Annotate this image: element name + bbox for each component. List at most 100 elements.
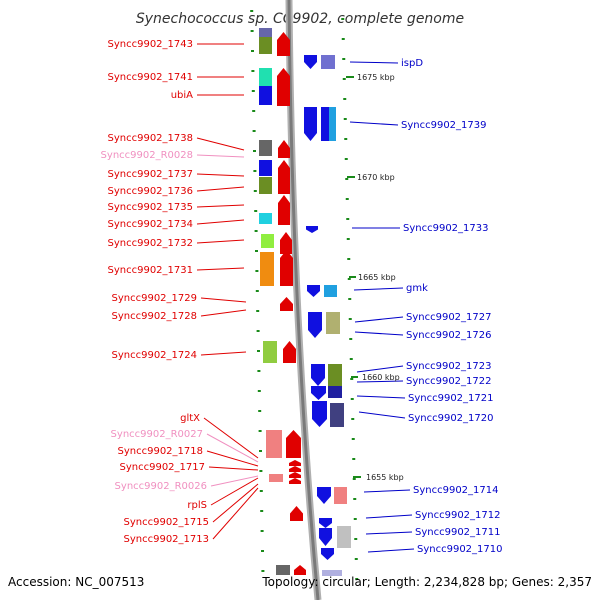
tick-dash-left [256, 330, 260, 332]
forward-gene-arrow [277, 68, 290, 106]
tick-dash-right [350, 398, 354, 400]
forward-gene-arrow [277, 32, 290, 56]
reverse-gene-arrow [304, 107, 317, 141]
label-connector-line [349, 121, 399, 126]
tick-dash-left [261, 550, 264, 552]
gene-label-ubia[interactable]: ubiA [171, 90, 193, 101]
label-connectors [196, 43, 415, 553]
forward-gene-arrow [280, 297, 293, 311]
label-connector-line [363, 489, 411, 493]
tick-dash-left [251, 70, 255, 72]
label-connector-line [200, 309, 247, 317]
gene-label-syncc9902-1717[interactable]: Syncc9902_1717 [120, 462, 206, 473]
label-connector-line [210, 477, 259, 506]
tick-dash-left [258, 410, 262, 412]
tick-dash-left [253, 150, 256, 152]
gene-label-syncc9902-r0026[interactable]: Syncc9902_R0026 [115, 481, 207, 492]
label-connector-line [353, 287, 404, 291]
tick-dash-right [355, 578, 359, 580]
gene-label-syncc9902-1712[interactable]: Syncc9902_1712 [415, 510, 501, 521]
tick-dash-right [345, 178, 349, 180]
gene-label-syncc9902-1741[interactable]: Syncc9902_1741 [108, 72, 194, 83]
tick-dash-right [342, 58, 346, 60]
tick-dash-left [252, 130, 256, 132]
tick-dash-right [349, 338, 353, 340]
gene-label-syncc9902-1721[interactable]: Syncc9902_1721 [408, 393, 494, 404]
protein-box [328, 386, 342, 398]
tick-dash-right [341, 18, 345, 20]
tick-dash-left [261, 570, 265, 572]
gene-label-syncc9902-1726[interactable]: Syncc9902_1726 [406, 330, 492, 341]
gene-label-syncc9902-1732[interactable]: Syncc9902_1732 [108, 238, 194, 249]
gene-label-syncc9902-1724[interactable]: Syncc9902_1724 [112, 350, 198, 361]
gene-label-syncc9902-1729[interactable]: Syncc9902_1729 [112, 293, 198, 304]
label-connector-line [212, 483, 259, 523]
tick-dash-left [255, 270, 259, 272]
gene-label-rpls[interactable]: rplS [187, 500, 207, 511]
tick-dash-left [260, 510, 264, 512]
forward-gene-arrow [278, 140, 290, 158]
label-connector-line [349, 61, 399, 64]
reverse-gene-arrow [317, 487, 331, 504]
tick-dash-left [255, 290, 259, 292]
label-connector-line [356, 380, 404, 383]
forward-gene-arrow [294, 565, 306, 575]
gene-label-syncc9902-1715[interactable]: Syncc9902_1715 [124, 517, 210, 528]
gene-label-syncc9902-1739[interactable]: Syncc9902_1739 [401, 120, 487, 131]
gene-label-gmk[interactable]: gmk [406, 283, 428, 294]
tick-dash-left [254, 210, 258, 212]
gene-label-syncc9902-1738[interactable]: Syncc9902_1738 [108, 133, 194, 144]
gene-label-syncc9902-1735[interactable]: Syncc9902_1735 [108, 202, 194, 213]
reverse-gene-arrow [308, 312, 322, 338]
label-connector-line [196, 267, 245, 271]
label-connector-line [196, 219, 245, 225]
label-connector-line [210, 475, 259, 487]
protein-box [321, 55, 335, 69]
tick-dash-right [343, 98, 347, 100]
gene-label-syncc9902-1710[interactable]: Syncc9902_1710 [417, 544, 503, 555]
gene-label-syncc9902-1714[interactable]: Syncc9902_1714 [413, 485, 499, 496]
gene-features [259, 28, 351, 576]
forward-gene-arrow [286, 430, 301, 458]
protein-box [322, 570, 342, 576]
gene-label-syncc9902-1711[interactable]: Syncc9902_1711 [415, 527, 501, 538]
protein-box [337, 526, 351, 548]
tick-dash-right [346, 238, 350, 240]
gene-label-gltx[interactable]: gltX [180, 413, 200, 424]
reverse-gene-arrow [321, 548, 334, 560]
gene-label-syncc9902-r0028[interactable]: Syncc9902_R0028 [101, 150, 193, 161]
gene-label-syncc9902-1718[interactable]: Syncc9902_1718 [118, 446, 204, 457]
tick-dash-right [343, 118, 347, 120]
gene-label-ispd[interactable]: ispD [401, 58, 423, 69]
gene-label-syncc9902-1723[interactable]: Syncc9902_1723 [406, 361, 492, 372]
gene-labels: Syncc9902_1743 Syncc9902_1741 ubiA Syncc… [101, 39, 503, 555]
gene-label-syncc9902-1727[interactable]: Syncc9902_1727 [406, 312, 492, 323]
gene-label-syncc9902-1733[interactable]: Syncc9902_1733 [403, 223, 489, 234]
tick-dash-right [344, 158, 348, 160]
tick-dash-left [251, 90, 255, 92]
gene-label-syncc9902-1728[interactable]: Syncc9902_1728 [112, 311, 198, 322]
gene-label-syncc9902-1736[interactable]: Syncc9902_1736 [108, 186, 194, 197]
protein-box [259, 160, 272, 176]
gene-label-syncc9902-1734[interactable]: Syncc9902_1734 [108, 219, 194, 230]
tick-dash-left [253, 190, 257, 192]
gene-label-syncc9902-1737[interactable]: Syncc9902_1737 [108, 169, 194, 180]
protein-box [259, 86, 272, 105]
gene-label-syncc9902-1743[interactable]: Syncc9902_1743 [108, 39, 194, 50]
tick-dash-right [352, 478, 356, 480]
label-connector-line [196, 186, 245, 192]
gene-label-syncc9902-1713[interactable]: Syncc9902_1713 [124, 534, 210, 545]
gene-label-syncc9902-r0027[interactable]: Syncc9902_R0027 [111, 429, 203, 440]
tick-dash-right [349, 358, 353, 360]
genome-backbone-core [287, 0, 320, 600]
kbp-label-1665: 1665 kbp [358, 273, 396, 282]
reverse-gene-arrow [312, 401, 327, 427]
reverse-gene-arrow [311, 364, 325, 386]
gene-label-syncc9902-1722[interactable]: Syncc9902_1722 [406, 376, 492, 387]
gene-label-syncc9902-1720[interactable]: Syncc9902_1720 [408, 413, 494, 424]
tick-dash-right [350, 378, 354, 380]
tick-dash-left [253, 170, 257, 172]
gene-label-syncc9902-1731[interactable]: Syncc9902_1731 [108, 265, 194, 276]
kbp-label-1655: 1655 kbp [366, 473, 404, 482]
